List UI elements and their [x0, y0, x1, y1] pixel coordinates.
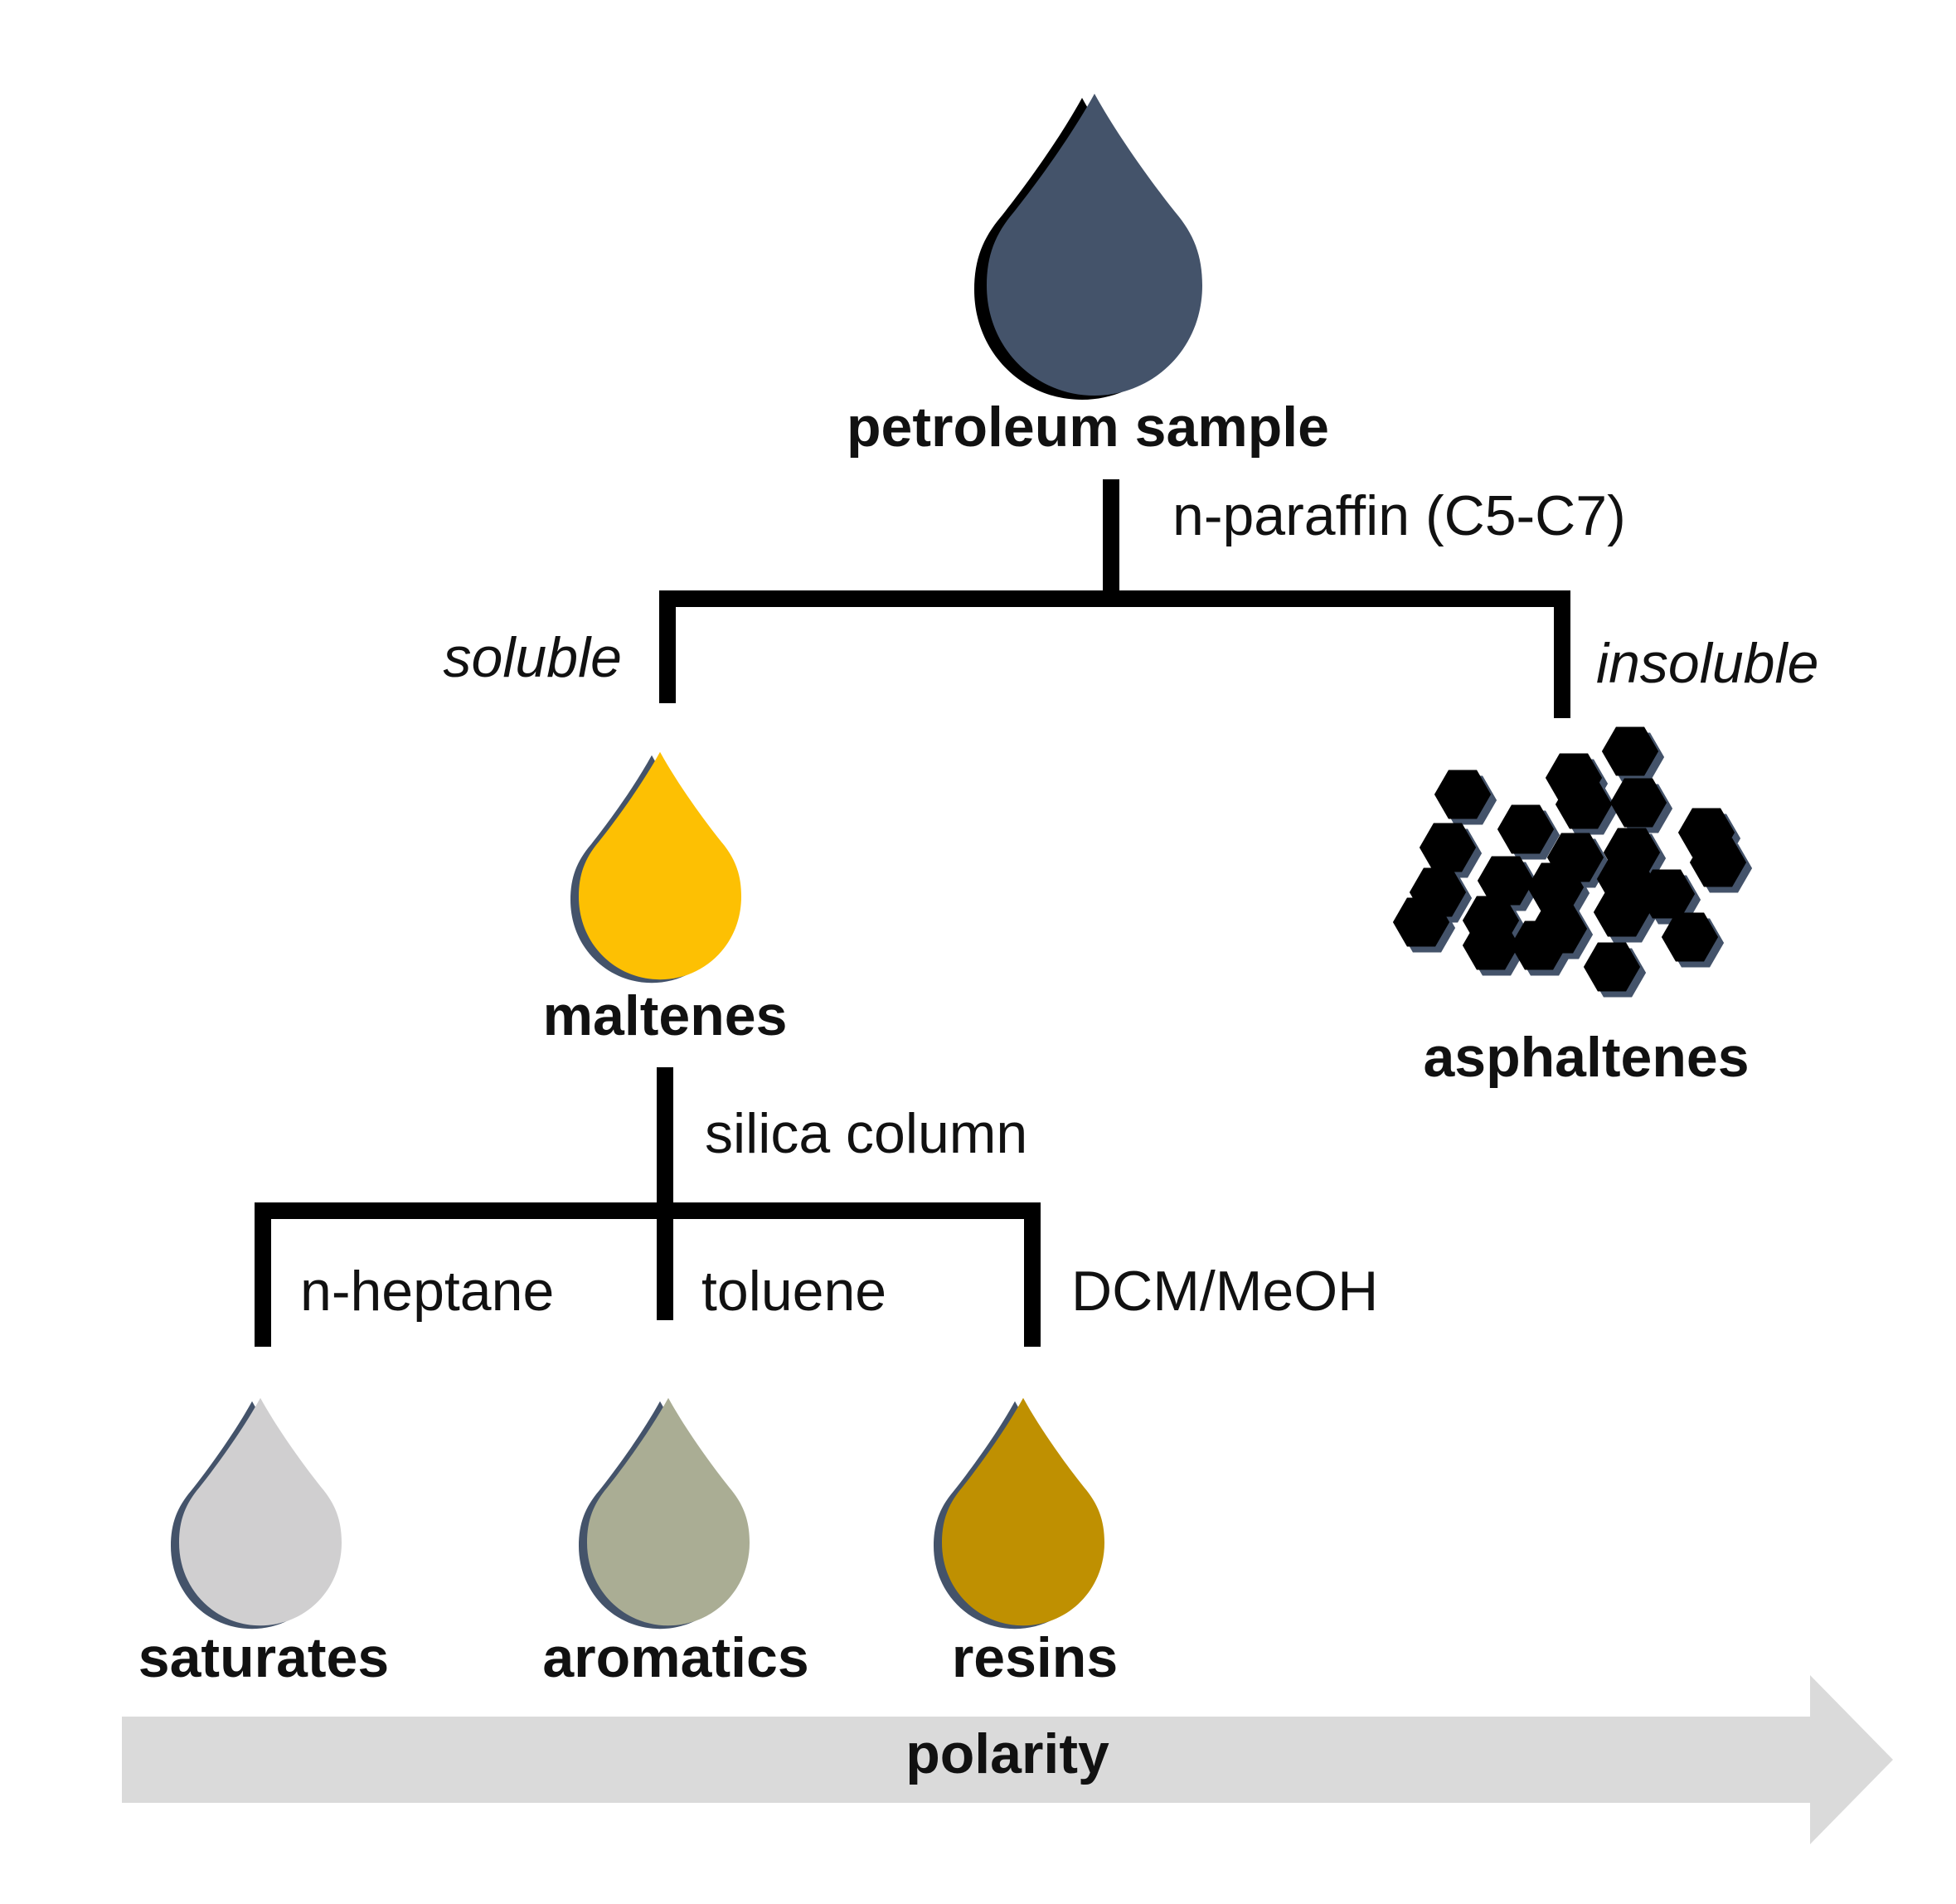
bracket-level2 — [255, 1202, 1041, 1347]
connector-lines — [255, 479, 1570, 1347]
edge-label-nparaffin: n-paraffin (C5-C7) — [1172, 484, 1626, 547]
node-label-maltenes: maltenes — [543, 984, 788, 1047]
aromatics-drop — [579, 1397, 750, 1630]
polarity-arrow: polarity — [122, 1675, 1893, 1844]
edge-label-silica: silica column — [705, 1102, 1027, 1165]
saturates-drop — [171, 1397, 342, 1630]
edge-label-soluble: soluble — [444, 626, 623, 689]
node-label-saturates: saturates — [138, 1626, 389, 1689]
node-label-asphaltenes: asphaltenes — [1423, 1026, 1749, 1089]
asphaltenes-cluster — [1392, 726, 1753, 998]
node-label-resins: resins — [952, 1626, 1118, 1689]
node-label-aromatics: aromatics — [542, 1626, 808, 1689]
edge-label-nheptane: n-heptane — [300, 1260, 554, 1323]
polarity-label: polarity — [905, 1722, 1109, 1785]
edge-label-insoluble: insoluble — [1596, 632, 1818, 695]
edge-label-toluene: toluene — [701, 1260, 886, 1323]
edge-label-dcm: DCM/MeOH — [1071, 1260, 1378, 1323]
bracket-level1 — [659, 590, 1570, 718]
petroleum-drop — [974, 94, 1202, 401]
maltenes-drop — [570, 751, 741, 984]
resins-drop — [934, 1397, 1104, 1630]
node-label-petroleum: petroleum sample — [847, 396, 1329, 459]
